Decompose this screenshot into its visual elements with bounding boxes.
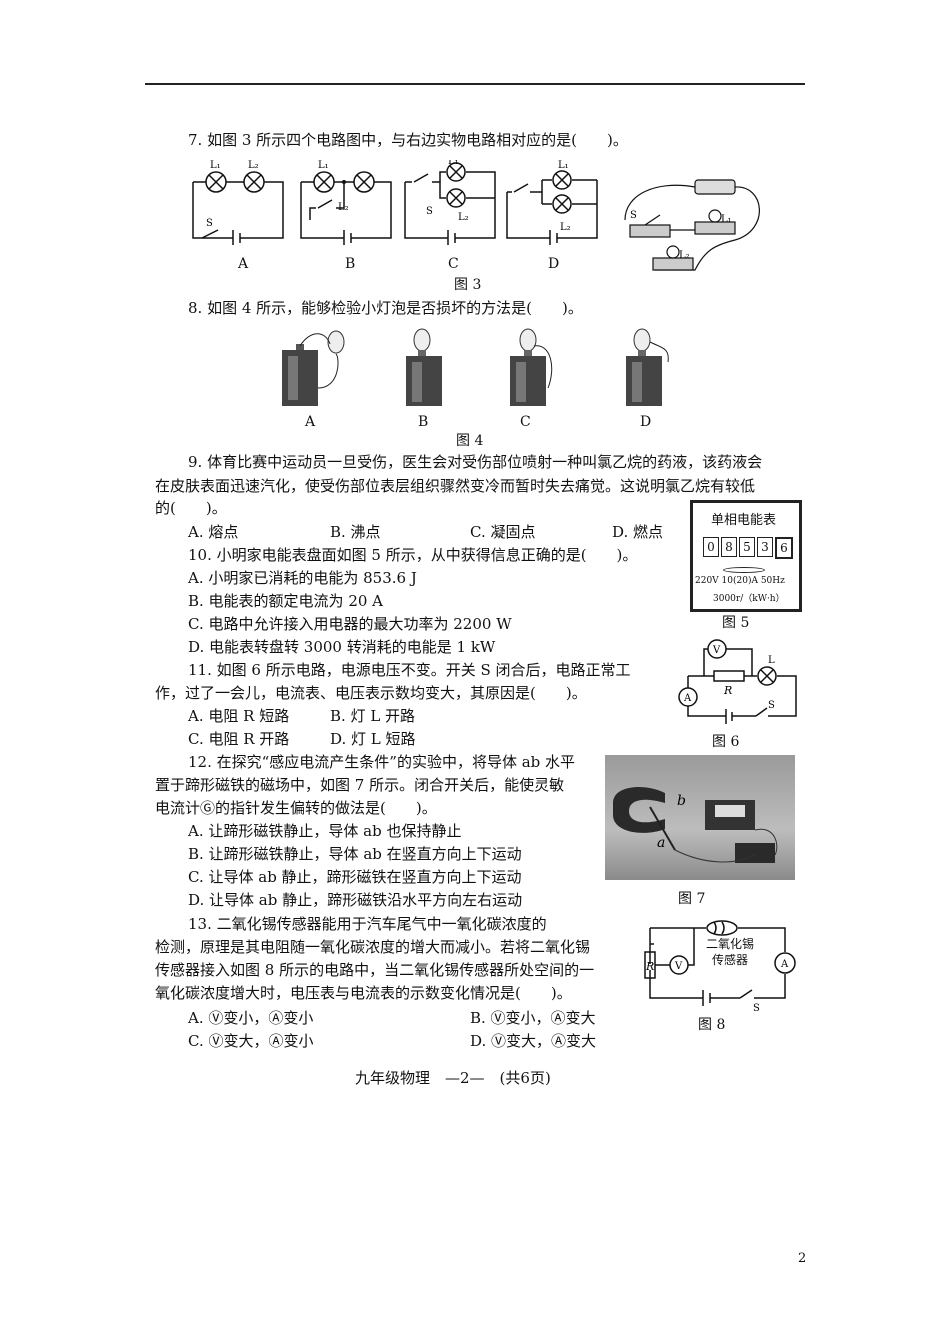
q8-option-c: C (520, 414, 531, 430)
q9-stem-line-2: 在皮肤表面迅速汽化，使受伤部位表层组织骤然变冷而暂时失去痛觉。这说明氯乙烷有较低 (155, 477, 756, 495)
meter-spec-1: 220V 10(20)A 50Hz (695, 576, 785, 586)
meter-digit: 6 (775, 537, 793, 559)
q8-option-b: B (418, 414, 429, 430)
q13-sensor-label: 二氧化锡传感器 (705, 937, 754, 967)
q9-option-a: A. 熔点 (188, 523, 239, 541)
q7b-l1-label: L₁ (318, 160, 329, 171)
q12-stem-line-1: 12. 在探究“感应电流产生条件”的实验中，将导体 ab 水平 (188, 753, 576, 771)
q7a-s-label: S (206, 218, 213, 229)
q13-stem-line-1: 13. 二氧化锡传感器能用于汽车尾气中一氧化碳浓度的 (188, 915, 547, 933)
q10-fig-caption: 图 5 (722, 615, 750, 631)
q11-option-a: A. 电阻 R 短路 (188, 707, 290, 725)
q13-option-a: A. Ⓥ变小，Ⓐ变小 (188, 1009, 314, 1027)
q10-option-a: A. 小明家已消耗的电能为 853.6 J (188, 569, 417, 587)
q10-option-c: C. 电路中允许接入用电器的最大功率为 2200 W (188, 615, 512, 633)
q12-b-label: b (677, 793, 686, 809)
q11-v-label: V (712, 645, 721, 656)
meter-title: 单相电能表 (711, 513, 777, 528)
q10-option-b: B. 电能表的额定电流为 20 A (188, 592, 384, 610)
q7a-l1-label: L₁ (210, 160, 221, 171)
q13-a-label: A (780, 959, 789, 970)
q8-fig-caption: 图 4 (456, 433, 484, 449)
q12-option-c: C. 让导体 ab 静止，蹄形磁铁在竖直方向上下运动 (188, 868, 522, 886)
q7p-s-label: S (630, 210, 637, 221)
q11-option-d: D. 灯 L 短路 (330, 730, 416, 748)
q11-circuit-diagram: V A R L S (678, 639, 797, 724)
q12-option-d: D. 让导体 ab 静止，蹄形磁铁沿水平方向左右运动 (188, 891, 523, 909)
q13-option-d: D. Ⓥ变大，Ⓐ变大 (470, 1032, 597, 1050)
q7c-s-label: S (426, 206, 433, 217)
q13-option-b: B. Ⓥ变小，Ⓐ变大 (470, 1009, 596, 1027)
q11-a-label: A (683, 693, 692, 704)
q7c-l2-label: L₂ (458, 212, 469, 223)
q11-s-label: S (768, 700, 775, 711)
q7-option-c: C (448, 256, 459, 272)
q11-stem-line-1: 11. 如图 6 所示电路，电源电压不变。开关 S 闭合后，电路正常工 (188, 661, 631, 679)
electric-meter: 单相电能表 0 8 5 3 6 220V 10(20)A 50Hz 3000r/… (690, 500, 802, 612)
q7-circuit-c: L₁ L₂ S (404, 160, 496, 245)
q13-option-c: C. Ⓥ变大，Ⓐ变小 (188, 1032, 314, 1050)
q7c-l1-label: L₁ (448, 160, 459, 167)
q11-fig-caption: 图 6 (712, 734, 740, 750)
q7p-l2-label: L₂ (679, 250, 690, 261)
meter-digit: 8 (721, 537, 737, 557)
q11-option-c: C. 电阻 R 开路 (188, 730, 290, 748)
q7-circuit-b: L₁ L₂ (300, 160, 392, 245)
q7-circuit-d: L₁ L₂ (506, 160, 598, 245)
q8-battery-bulb-c (510, 328, 553, 406)
q13-v-label: V (674, 961, 683, 972)
q11-stem-line-2: 作，过了一会儿，电流表、电压表示数均变大，其原因是( )。 (155, 684, 587, 702)
q10-stem: 10. 小明家电能表盘面如图 5 所示，从中获得信息正确的是( )。 (188, 546, 638, 564)
q12-experiment-photo: b a (605, 755, 795, 880)
q13-fig-caption: 图 8 (698, 1017, 726, 1033)
q12-fig-caption: 图 7 (678, 891, 706, 907)
q7-circuit-a: L₁ L₂ S (192, 160, 284, 245)
q12-stem-line-2: 置于蹄形磁铁的磁场中，如图 7 所示。闭合开关后，能使灵敏 (155, 776, 565, 794)
q13-circuit-diagram: R V A S (644, 920, 796, 1014)
page-footer: 九年级物理 —2— (共6页) (355, 1069, 551, 1087)
header-rule (145, 83, 805, 85)
q7-physical-circuit: S L₁ L₂ (624, 179, 760, 271)
q11-option-b: B. 灯 L 开路 (330, 707, 416, 725)
q12-a-label: a (657, 835, 665, 851)
q12-stem-line-3: 电流计Ⓖ的指针发生偏转的做法是( )。 (155, 799, 437, 817)
q8-option-a: A (305, 414, 316, 430)
q7-option-b: B (345, 256, 356, 272)
q7d-l1-label: L₁ (558, 160, 569, 171)
q7d-l2-label: L₂ (560, 222, 571, 233)
q9-stem-line-1: 9. 体育比赛中运动员一旦受伤，医生会对受伤部位喷射一种叫氯乙烷的药液，该药液会 (188, 453, 763, 471)
q8-battery-bulb-d (626, 328, 669, 406)
q13-stem-line-2: 检测，原理是其电阻随一氧化碳浓度的增大而减小。若将二氧化锡 (155, 938, 591, 956)
q8-stem: 8. 如图 4 所示，能够检验小灯泡是否损坏的方法是( )。 (188, 299, 583, 317)
q7-option-d: D (548, 256, 560, 272)
q12-option-a: A. 让蹄形磁铁静止，导体 ab 也保持静止 (188, 822, 462, 840)
q7-option-a: A (238, 256, 249, 272)
meter-digit: 0 (703, 537, 719, 557)
q9-option-b: B. 沸点 (330, 523, 381, 541)
q9-option-c: C. 凝固点 (470, 523, 536, 541)
meter-spec-2: 3000r/（kW·h） (713, 594, 785, 604)
q9-option-d: D. 燃点 (612, 523, 664, 541)
meter-digit: 3 (757, 537, 773, 557)
q13-s-label: S (753, 1003, 760, 1014)
meter-digit: 5 (739, 537, 755, 557)
q13-stem-line-4: 氧化碳浓度增大时，电压表与电流表的示数变化情况是( )。 (155, 984, 572, 1002)
q7b-l2-label: L₂ (338, 202, 349, 213)
q7-stem: 7. 如图 3 所示四个电路图中，与右边实物电路相对应的是( )。 (188, 131, 628, 149)
q12-option-b: B. 让蹄形磁铁静止，导体 ab 在竖直方向上下运动 (188, 845, 522, 863)
q8-battery-bulb-a (282, 330, 345, 406)
q7-fig-caption: 图 3 (454, 277, 482, 293)
q7a-l2-label: L₂ (248, 160, 259, 171)
q8-option-d: D (640, 414, 652, 430)
q13-stem-line-3: 传感器接入如图 8 所示的电路中，当二氧化锡传感器所处空间的一 (155, 961, 595, 979)
q10-option-d: D. 电能表转盘转 3000 转消耗的电能是 1 kW (188, 638, 496, 656)
page-number: 2 (798, 1251, 807, 1266)
q7p-l1-label: L₁ (721, 214, 732, 225)
q8-battery-bulb-b (406, 328, 442, 406)
meter-dial (723, 567, 765, 573)
q11-l-label: L (768, 655, 775, 666)
q13-r-label: R (645, 960, 654, 973)
q9-stem-line-3: 的( )。 (155, 499, 227, 517)
q11-r-label: R (723, 684, 732, 697)
